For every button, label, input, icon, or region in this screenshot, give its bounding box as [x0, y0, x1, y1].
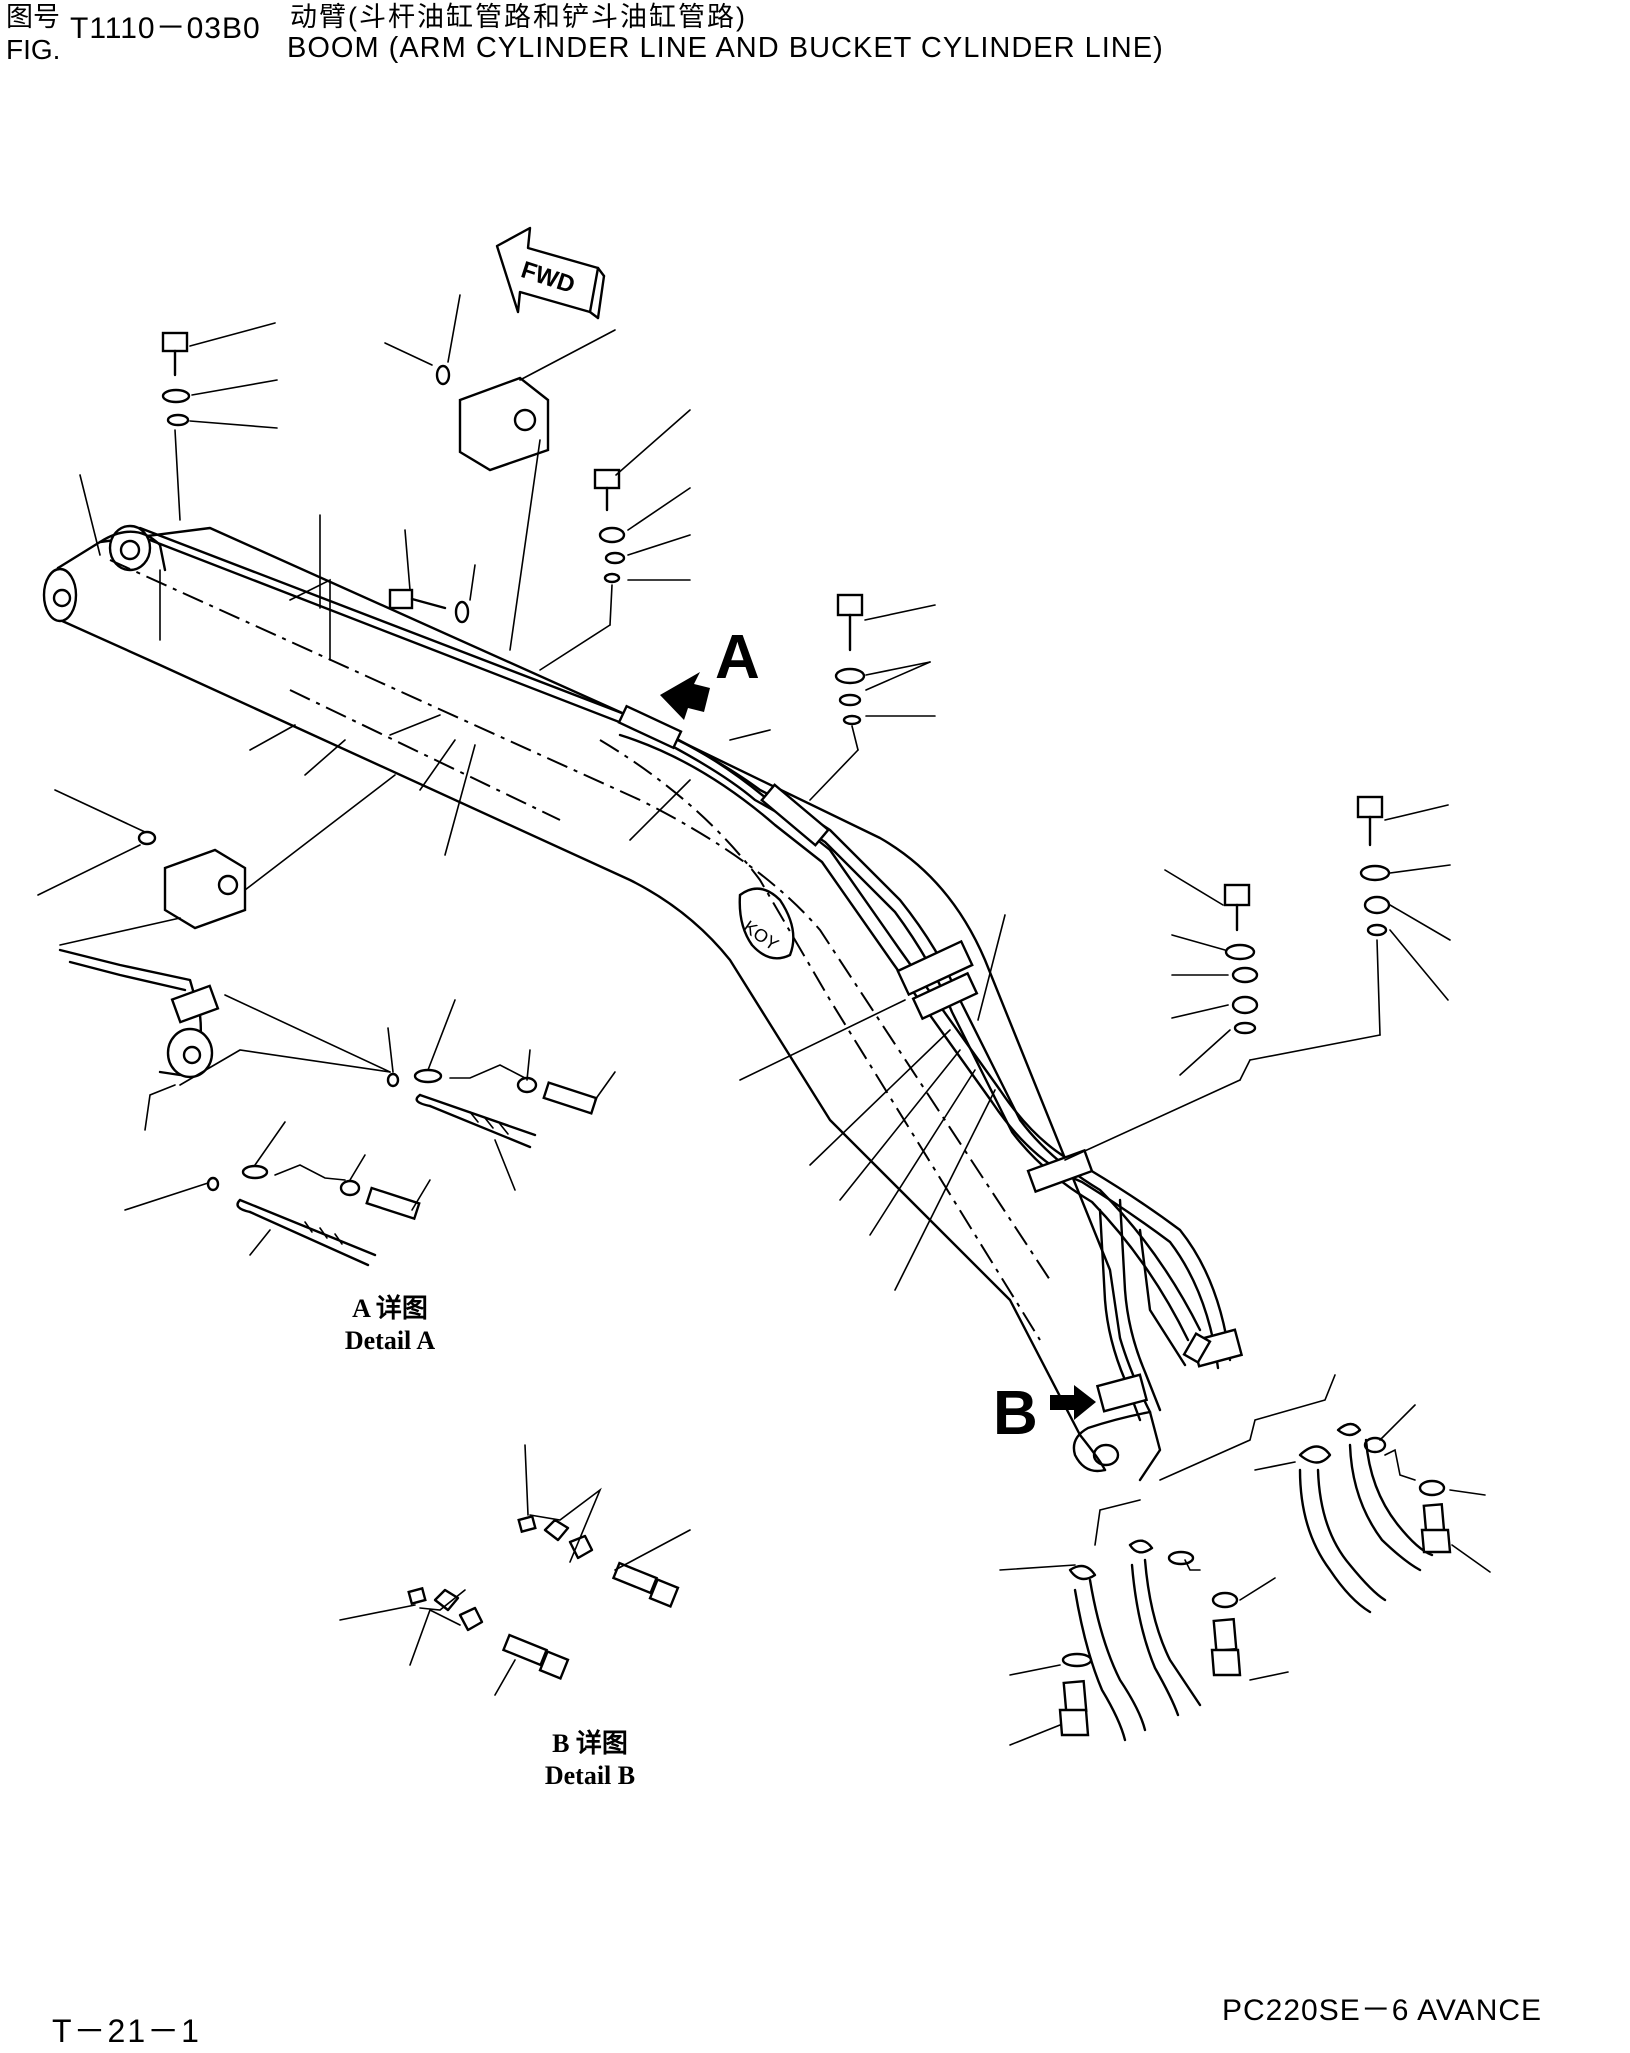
- bottom-right-hoses: [999, 1374, 1491, 1746]
- page-number: T－21－1: [52, 2013, 201, 2049]
- flange-block-upper: [384, 294, 616, 651]
- fasteners-upper-left: [79, 322, 278, 556]
- title-cn: 动臂(斗杆油缸管路和铲斗油缸管路): [290, 2, 747, 32]
- model-name: PC220SE－6 AVANCE: [1222, 1994, 1543, 2027]
- view-label-b: B: [993, 1379, 1038, 1448]
- fasteners-upper-right: [1064, 795, 1451, 1161]
- fwd-arrow: FWD: [495, 226, 606, 320]
- detail-b-drawing: [339, 1444, 691, 1696]
- detail-a-label-en: Detail A: [344, 1326, 436, 1355]
- leader-lines-boom: [249, 714, 1006, 1291]
- view-label-a: A: [715, 623, 760, 692]
- figure-number: T1110－03B0: [70, 12, 261, 45]
- svg-text:KOY: KOY: [740, 916, 783, 954]
- detail-b-caption: B 详图 Detail B: [520, 1728, 660, 1792]
- detail-b-label-en: Detail B: [544, 1761, 636, 1790]
- detail-a-drawing: [37, 774, 616, 1267]
- center-lines: [109, 559, 1051, 1341]
- fasteners-boom-top: [388, 409, 936, 801]
- hydraulic-pipes: [138, 526, 1232, 1422]
- figure-label-en: FIG.: [6, 34, 61, 65]
- pipe-clamps: [617, 704, 1244, 1413]
- figure-label-cn: 图号: [6, 2, 60, 32]
- detail-a-caption: A 详图 Detail A: [320, 1293, 460, 1357]
- title-en: BOOM (ARM CYLINDER LINE AND BUCKET CYLIN…: [287, 32, 1164, 64]
- view-arrow-a: [660, 672, 710, 720]
- detail-b-label-cn: B 详图: [552, 1729, 628, 1758]
- detail-a-label-cn: A 详图: [352, 1294, 428, 1323]
- fwd-label: FWD: [518, 256, 578, 299]
- view-arrow-b: [1050, 1385, 1096, 1420]
